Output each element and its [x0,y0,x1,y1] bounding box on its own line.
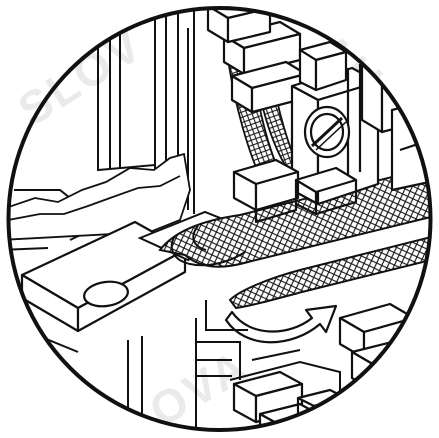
cable-clamp [232,158,358,224]
watermark-top-left: SLOV [9,18,152,136]
mounting-hole-icon [83,280,129,308]
torn-plate [8,152,191,241]
screw-icon [303,105,351,159]
circular-detail-frame [6,6,433,432]
bracket-plate [20,220,187,333]
curved-arrow-icon [224,304,338,344]
braided-ribbon-cable [158,168,431,310]
